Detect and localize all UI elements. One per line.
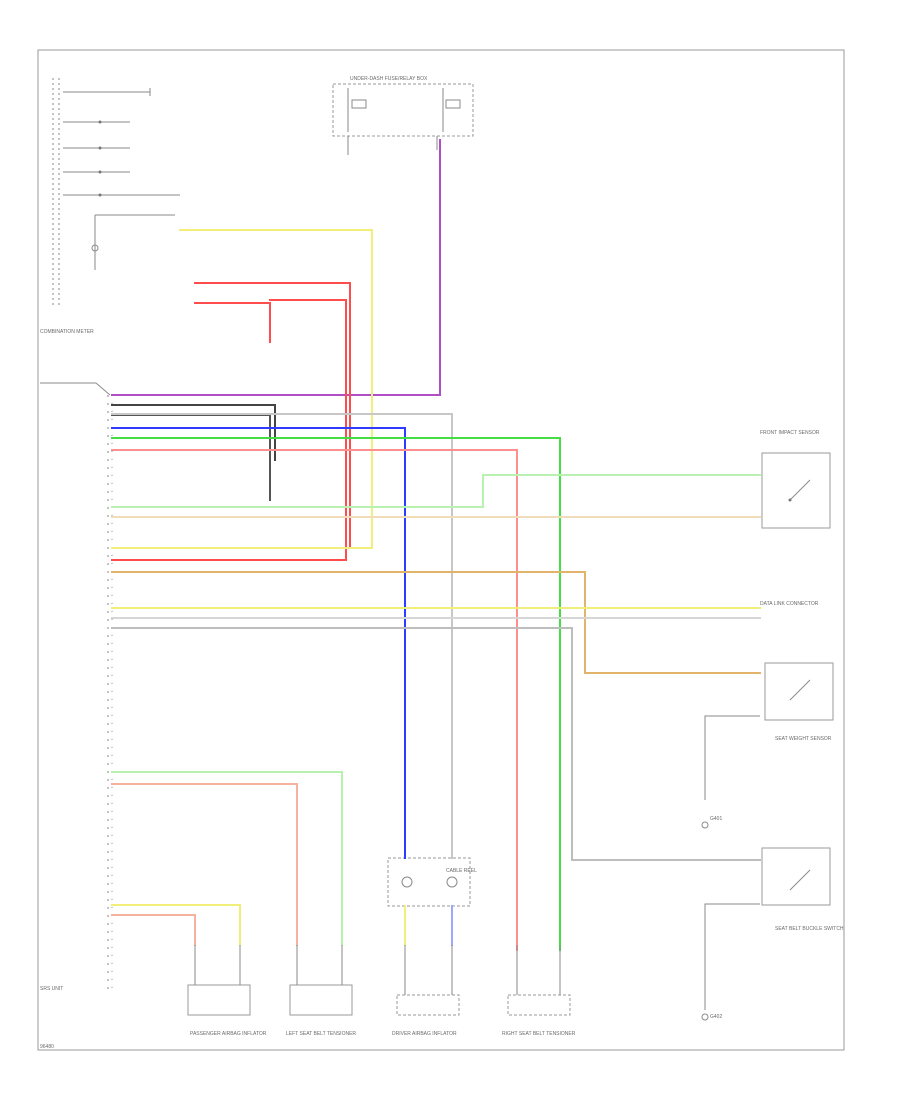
wire-light-green (111, 474, 761, 508)
cable-reel (387, 819, 471, 946)
wire-light-green-2 (111, 771, 343, 946)
srs-unit-label: SRS UNIT (40, 986, 63, 992)
front-impact-sensor (761, 452, 831, 529)
wire-yellow-bottom (111, 904, 241, 946)
wire-purple (111, 139, 441, 396)
seat-belt-sensor (701, 847, 831, 1021)
srs-unit (40, 382, 113, 995)
fuse-box-label: UNDER-DASH FUSE/RELAY BOX (350, 76, 428, 82)
data-link-label: DATA LINK CONNECTOR (760, 601, 819, 607)
wire-blue (111, 427, 406, 821)
wire-black (111, 404, 276, 461)
seat-belt-sensor-label: SEAT BELT BUCKLE SWITCH (775, 926, 844, 932)
indicator-block (52, 78, 180, 305)
right-pretensioner-label: RIGHT SEAT BELT TENSIONER (502, 1031, 576, 1037)
passenger-inflator (187, 945, 251, 1016)
wire-yellow (111, 229, 373, 549)
wire-gray (111, 413, 453, 821)
passenger-inflator-label: PASSENGER AIRBAG INFLATOR (190, 1031, 267, 1037)
fuse-relay-box (332, 83, 474, 155)
seat-weight-sensor (701, 662, 834, 829)
wire-pink-bottom (111, 914, 196, 946)
left-pretensioner (289, 945, 353, 1016)
wire-gray-belt (111, 627, 761, 861)
wire-green (111, 437, 561, 951)
wire-red-2 (194, 302, 271, 343)
seat-weight-sensor-label: SEAT WEIGHT SENSOR (775, 736, 832, 742)
driver-inflator (396, 945, 460, 1016)
wire-red-3 (111, 299, 347, 561)
driver-inflator-label: DRIVER AIRBAG INFLATOR (392, 1031, 457, 1037)
indicator-block-label: COMBINATION METER (40, 329, 94, 335)
wire-pink (111, 449, 518, 951)
left-pretensioner-label: LEFT SEAT BELT TENSIONER (286, 1031, 356, 1037)
diagram-code: 96480 (40, 1044, 54, 1050)
right-pretensioner (507, 945, 571, 1016)
ground-2-label: G402 (710, 1014, 722, 1020)
wire-pink-2 (111, 783, 298, 946)
front-impact-sensor-label: FRONT IMPACT SENSOR (760, 430, 820, 436)
cable-reel-label: CABLE REEL (446, 868, 477, 874)
wire-orange (111, 571, 761, 674)
ground-1-label: G401 (710, 816, 722, 822)
diagram-frame (37, 49, 845, 1051)
